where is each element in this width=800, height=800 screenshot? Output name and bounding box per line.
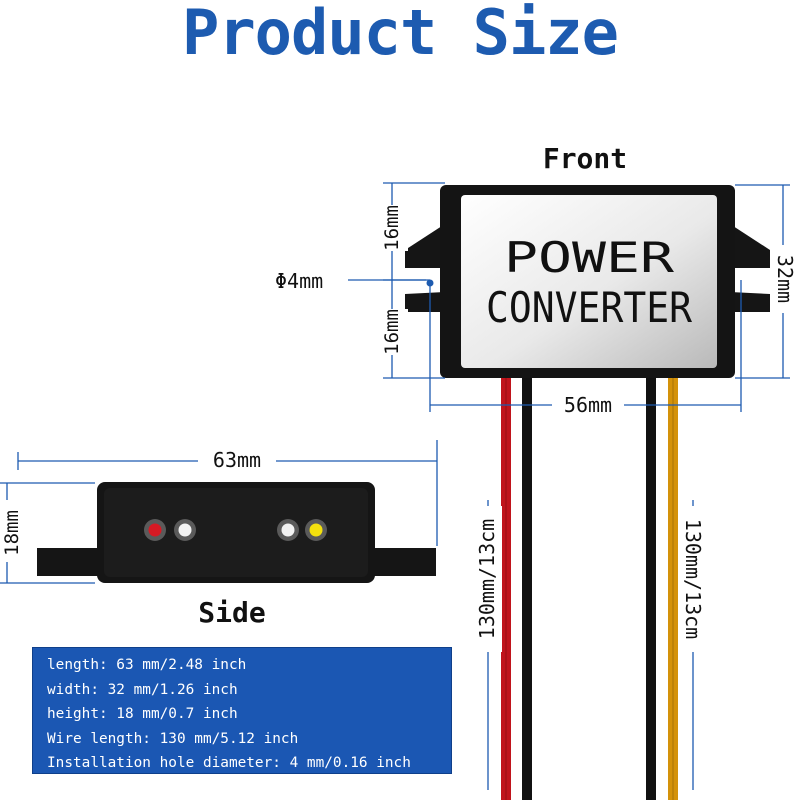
- white-connector-right: [281, 523, 295, 537]
- wires: [501, 378, 678, 800]
- dim-height-right: 32mm: [773, 255, 797, 303]
- label-plate: [461, 195, 717, 368]
- dim-hole-top: 16mm: [381, 205, 403, 251]
- yellow-connector: [309, 523, 323, 537]
- dim-length-side: 63mm: [213, 448, 261, 472]
- side-device: [37, 482, 436, 583]
- dim-width-front: 56mm: [564, 393, 612, 417]
- front-device: POWER CONVERTER: [405, 185, 770, 378]
- dim-wire-right: 130mm/13cm: [681, 519, 705, 639]
- spec-width: width: 32 mm/1.26 inch: [47, 681, 238, 698]
- spec-height: height: 18 mm/0.7 inch: [47, 706, 238, 722]
- spec-wire-length: Wire length: 130 mm/5.12 inch: [47, 730, 299, 747]
- dim-hole-diameter: Φ4mm: [275, 269, 323, 293]
- dim-thickness-side: 18mm: [1, 510, 23, 556]
- spec-hole-diameter: Installation hole diameter: 4 mm/0.16 in…: [47, 755, 411, 771]
- spec-length: length: 63 mm/2.48 inch: [47, 657, 247, 673]
- device-text-line1: POWER: [504, 233, 675, 282]
- side-label: Side: [198, 596, 265, 629]
- front-label: Front: [543, 142, 627, 175]
- white-connector-left: [178, 523, 192, 537]
- red-connector: [148, 523, 162, 537]
- spec-box: length: 63 mm/2.48 inch width: 32 mm/1.2…: [32, 647, 452, 774]
- page-title: Product Size: [182, 0, 619, 69]
- dim-hole-bottom: 16mm: [381, 309, 403, 355]
- device-text-line2: CONVERTER: [486, 283, 693, 332]
- dim-wire-left: 130mm/13cm: [475, 519, 499, 639]
